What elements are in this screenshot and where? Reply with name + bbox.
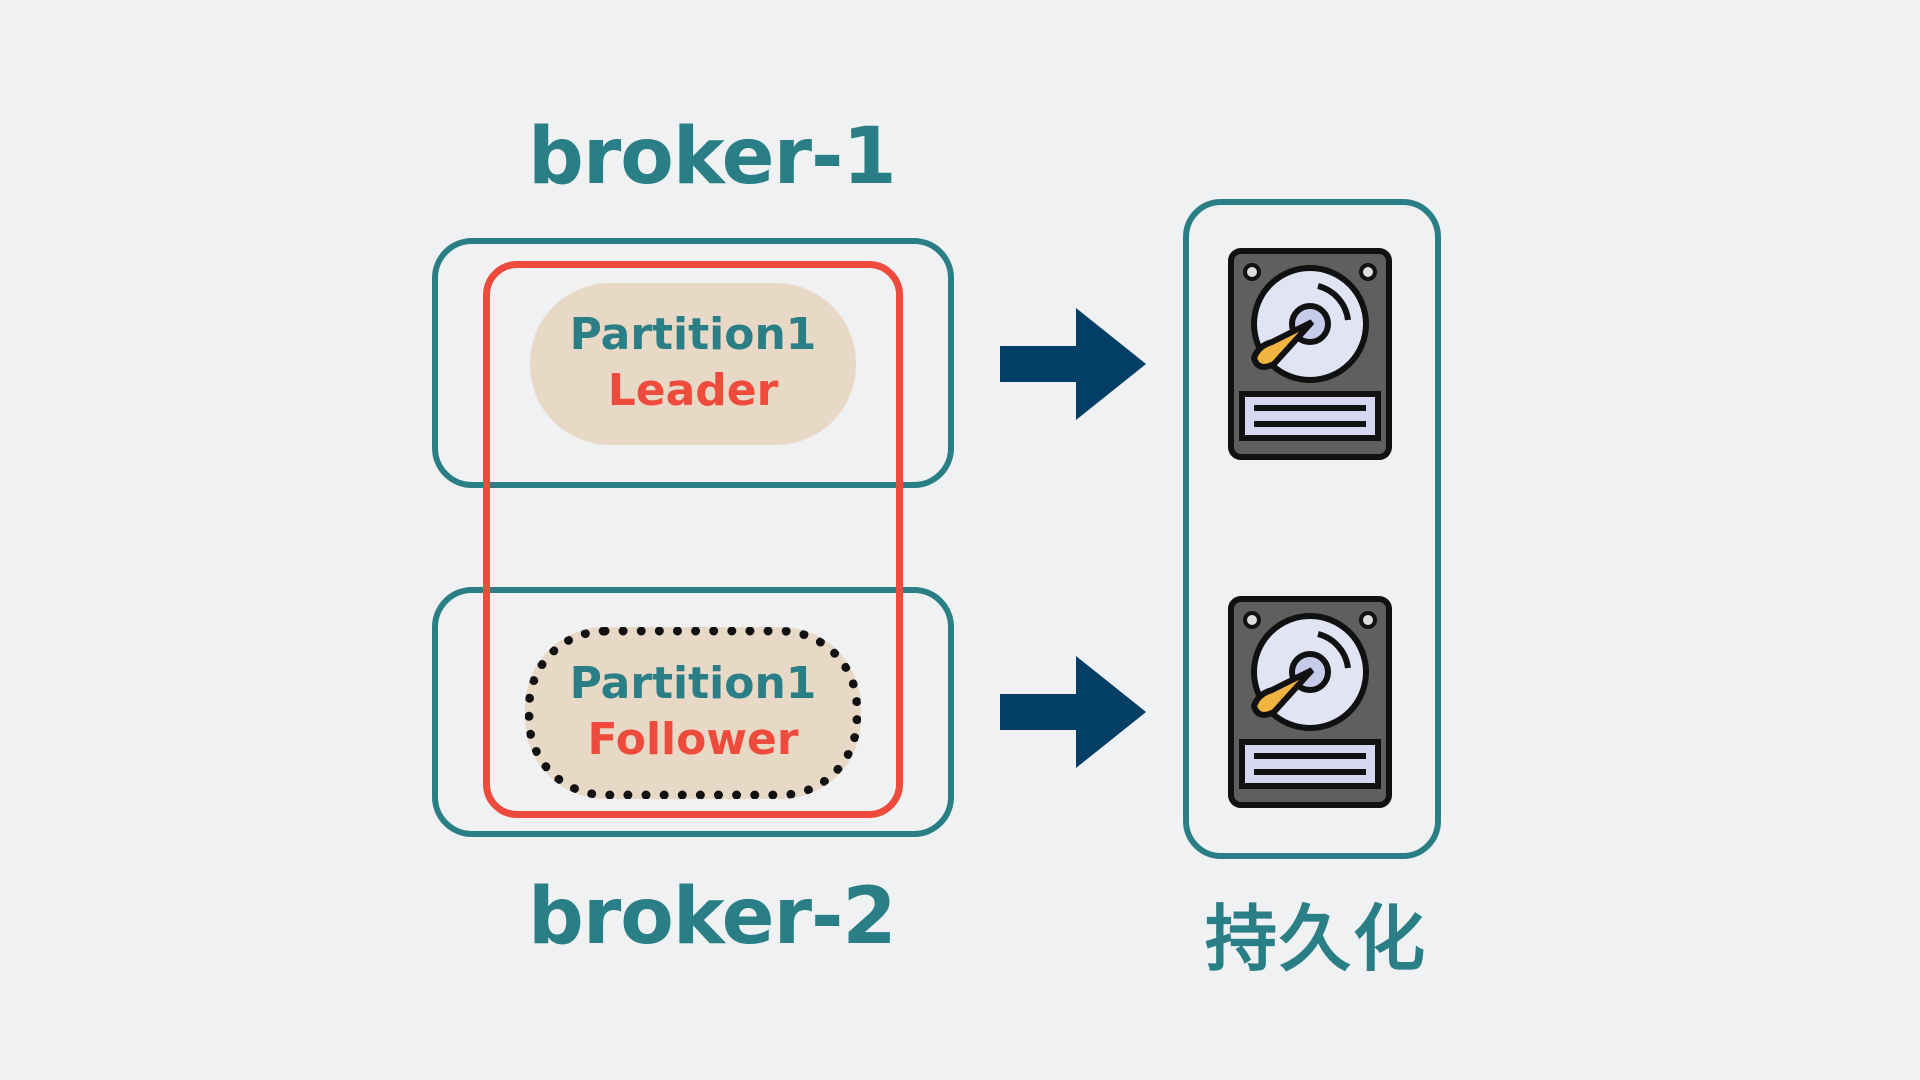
partition-follower-pill: Partition1 Follower — [525, 627, 861, 799]
partition-leader-pill: Partition1 Leader — [530, 283, 856, 445]
storage-box — [1183, 199, 1441, 859]
broker-1-title: broker-1 — [528, 112, 897, 202]
broker-2-box — [432, 587, 954, 837]
partition-role: Leader — [607, 364, 779, 416]
arrow-right-icon — [1000, 308, 1146, 420]
storage-title: 持久化 — [1205, 897, 1428, 981]
partition-replica-group — [483, 261, 903, 818]
arrow-right-icon — [1000, 656, 1146, 768]
partition-name: Partition1 — [569, 309, 817, 360]
broker-2-title: broker-2 — [528, 872, 897, 962]
partition-name: Partition1 — [569, 658, 817, 709]
partition-role: Follower — [587, 713, 799, 765]
broker-1-box — [432, 238, 954, 488]
hard-drive-icon — [1228, 596, 1392, 808]
hard-drive-icon — [1228, 248, 1392, 460]
